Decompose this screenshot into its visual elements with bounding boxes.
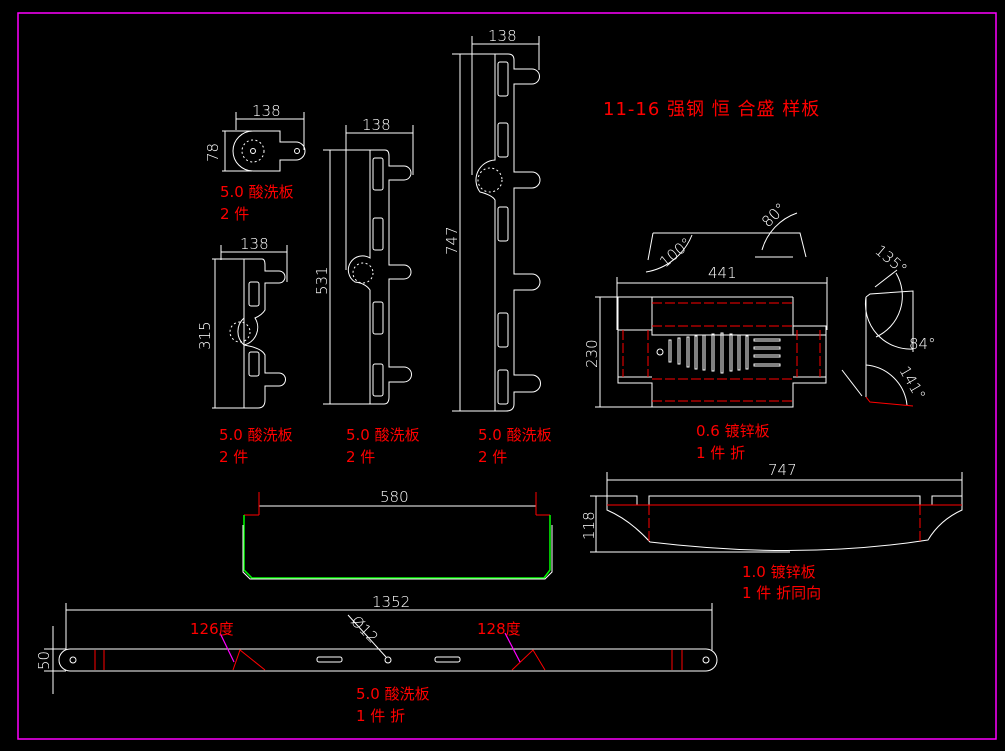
angle-label: 100° [656,234,695,271]
dim-height: 118 [580,511,598,540]
material-label: 5.0 酸洗板 [219,426,293,444]
bolt-circle [241,139,265,163]
dim-height: 315 [196,321,214,350]
hole-dim: Ø12 [347,612,382,647]
part-bracket-531: 138 531 5.0 酸洗板 2 件 [313,116,420,466]
material-label: 1.0 镀锌板 [742,563,816,581]
qty-label: 1 件 折同向 [742,584,821,602]
dim-width: 747 [768,461,797,479]
qty-label: 1 件 折 [356,707,405,725]
part-bracket-315: 138 315 5.0 酸洗板 2 件 [196,235,293,466]
dim-width: 138 [488,27,517,45]
part-tray-441: 100° 80° 441 [583,199,828,462]
bend-angle-label: 126度 [190,620,234,638]
angle-label: 141° [896,363,930,403]
qty-label: 2 件 [220,205,249,223]
vent-slots [656,332,781,374]
part-bar-1352: 1352 Ø12 126度 128度 50 5.0 酸洗板 1 件 折 [35,593,718,725]
dim-width: 441 [708,264,737,282]
angle-label: 135° [871,241,910,278]
qty-label: 1 件 折 [696,444,745,462]
qty-label: 2 件 [478,448,507,466]
dim-width: 138 [362,116,391,134]
material-label: 5.0 酸洗板 [220,183,294,201]
part-panel-747: 747 118 1.0 镀锌板 1 件 折同向 [580,461,963,602]
part-bracket-747: 138 747 5.0 酸洗板 2 件 [443,27,552,466]
material-label: 5.0 酸洗板 [346,426,420,444]
dim-height: 531 [313,266,331,295]
part-section-580: 580 [242,488,553,580]
qty-label: 2 件 [346,448,375,466]
drawing-title: 11-16 强钢 恒 合盛 样板 [603,99,820,120]
drawing-frame [17,12,997,740]
bend-angle-label: 128度 [477,620,521,638]
part-small-bracket: 138 78 5.0 酸洗板 2 件 [204,102,306,223]
dim-width: 138 [240,235,269,253]
dim-height: 78 [204,143,222,162]
dim-height: 50 [35,651,53,670]
dim-width: 138 [252,102,281,120]
dim-width: 580 [380,488,409,506]
angle-label: 84° [909,335,936,353]
angle-label: 80° [758,199,790,231]
qty-label: 2 件 [219,448,248,466]
dim-width: 1352 [372,593,410,611]
material-label: 5.0 酸洗板 [478,426,552,444]
dim-height: 747 [443,226,461,255]
material-label: 5.0 酸洗板 [356,685,430,703]
part-profile-angles: 135° 84° 141° [841,241,936,407]
dim-height: 230 [583,339,601,368]
material-label: 0.6 镀锌板 [696,422,770,440]
